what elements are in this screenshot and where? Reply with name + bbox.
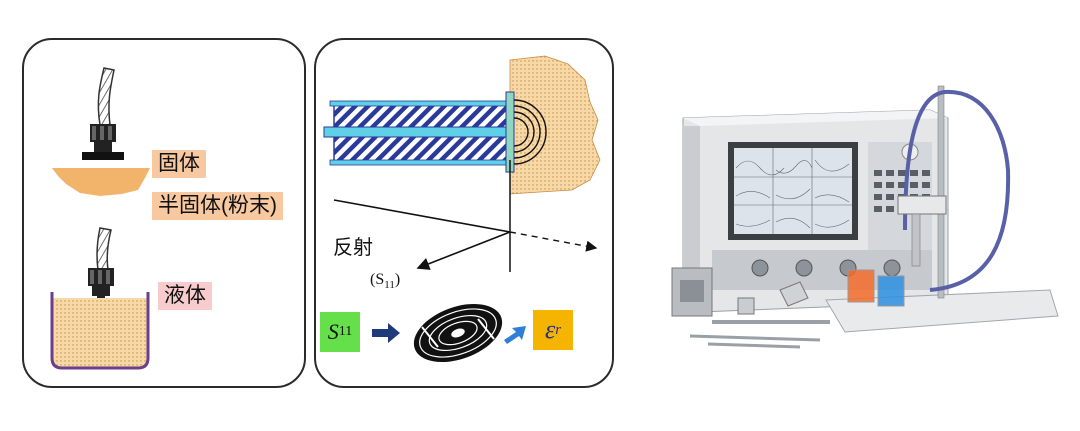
material-sample-icon <box>509 55 601 195</box>
arrow-icon <box>504 326 526 344</box>
s11-paren-label: (S11) <box>370 271 401 292</box>
flange-probe-icon <box>323 91 547 173</box>
coaxial-probe-icon <box>82 67 124 160</box>
disc-software-icon <box>413 303 503 363</box>
liquid-label: 液体 <box>158 282 212 310</box>
reflection-label: 反射 <box>333 237 373 259</box>
network-analyzer-photo <box>671 85 1059 349</box>
semisolid-label: 半固体(粉末) <box>152 192 283 220</box>
beaker-icon <box>50 292 150 370</box>
incident-ray <box>333 199 511 233</box>
reflected-ray <box>416 231 511 270</box>
solid-sample-icon <box>52 168 150 196</box>
arrow-icon <box>372 323 400 343</box>
transmitted-ray <box>509 231 598 252</box>
solid-label: 固体 <box>152 150 206 178</box>
